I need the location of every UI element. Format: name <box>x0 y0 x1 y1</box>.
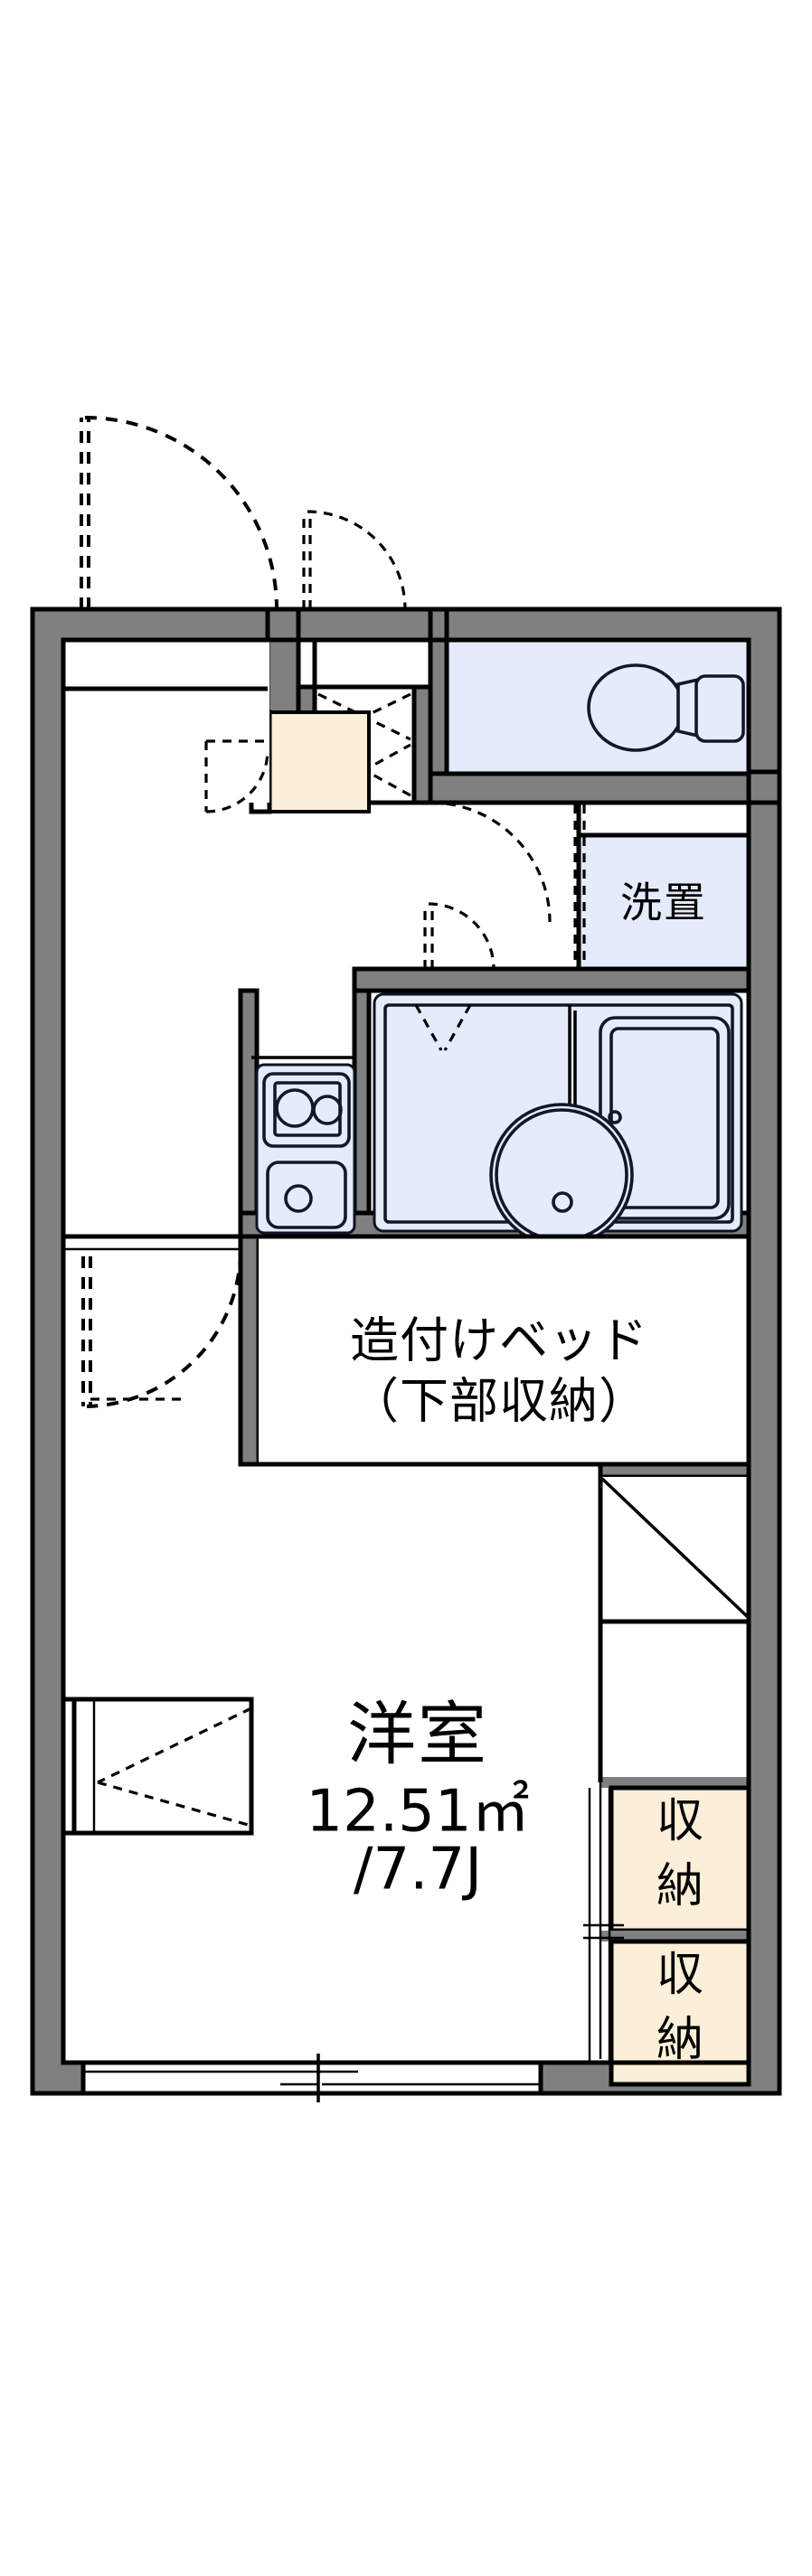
toilet-outer-door[interactable] <box>302 510 407 610</box>
washbasin-fixture <box>489 1103 634 1247</box>
wall-outlines-overlay <box>30 606 782 2096</box>
built-in-bed-label-line2: （下部収納） <box>350 1373 648 1430</box>
kitchen-counter <box>251 1056 356 1235</box>
room-toilet <box>444 637 751 776</box>
room-built-in-bed: 造付けベッド （下部収納） <box>238 1234 749 1467</box>
side-window[interactable] <box>61 1697 254 1836</box>
closet-upper-label-1: 収 <box>656 1794 703 1848</box>
room-western: 洋室 12.51㎡ /7.7J <box>306 1694 529 1904</box>
main-room-area: 12.51㎡ <box>306 1779 529 1846</box>
room-unit-bath <box>373 992 743 1247</box>
toilet-entry-niche <box>312 637 433 690</box>
toilet-bowl-fixture <box>587 663 745 752</box>
bedroom-door[interactable] <box>81 1252 242 1408</box>
genkan-closet-door[interactable] <box>204 739 269 813</box>
closet-lower-label-1: 収 <box>656 1948 703 2002</box>
closet-sliding-doors[interactable] <box>583 1782 624 2063</box>
built-in-bed-label-line1: 造付けベッド <box>350 1312 648 1369</box>
entrance-door[interactable] <box>80 416 279 610</box>
closet-upper-label-2: 納 <box>656 1859 703 1913</box>
room-washer-space: 洗置 <box>573 800 751 972</box>
kitchen-door[interactable] <box>423 902 496 970</box>
corridor-area <box>63 640 269 803</box>
room-opening-notch <box>598 1462 751 1624</box>
toilet-door[interactable] <box>430 801 552 923</box>
closet-lower-label-2: 納 <box>656 2013 703 2067</box>
main-room-name: 洋室 <box>347 1694 488 1774</box>
closet-upper: 収 納 <box>600 1777 751 1933</box>
washer-space-label: 洗置 <box>620 879 707 927</box>
main-room-jo: /7.7J <box>354 1837 482 1904</box>
